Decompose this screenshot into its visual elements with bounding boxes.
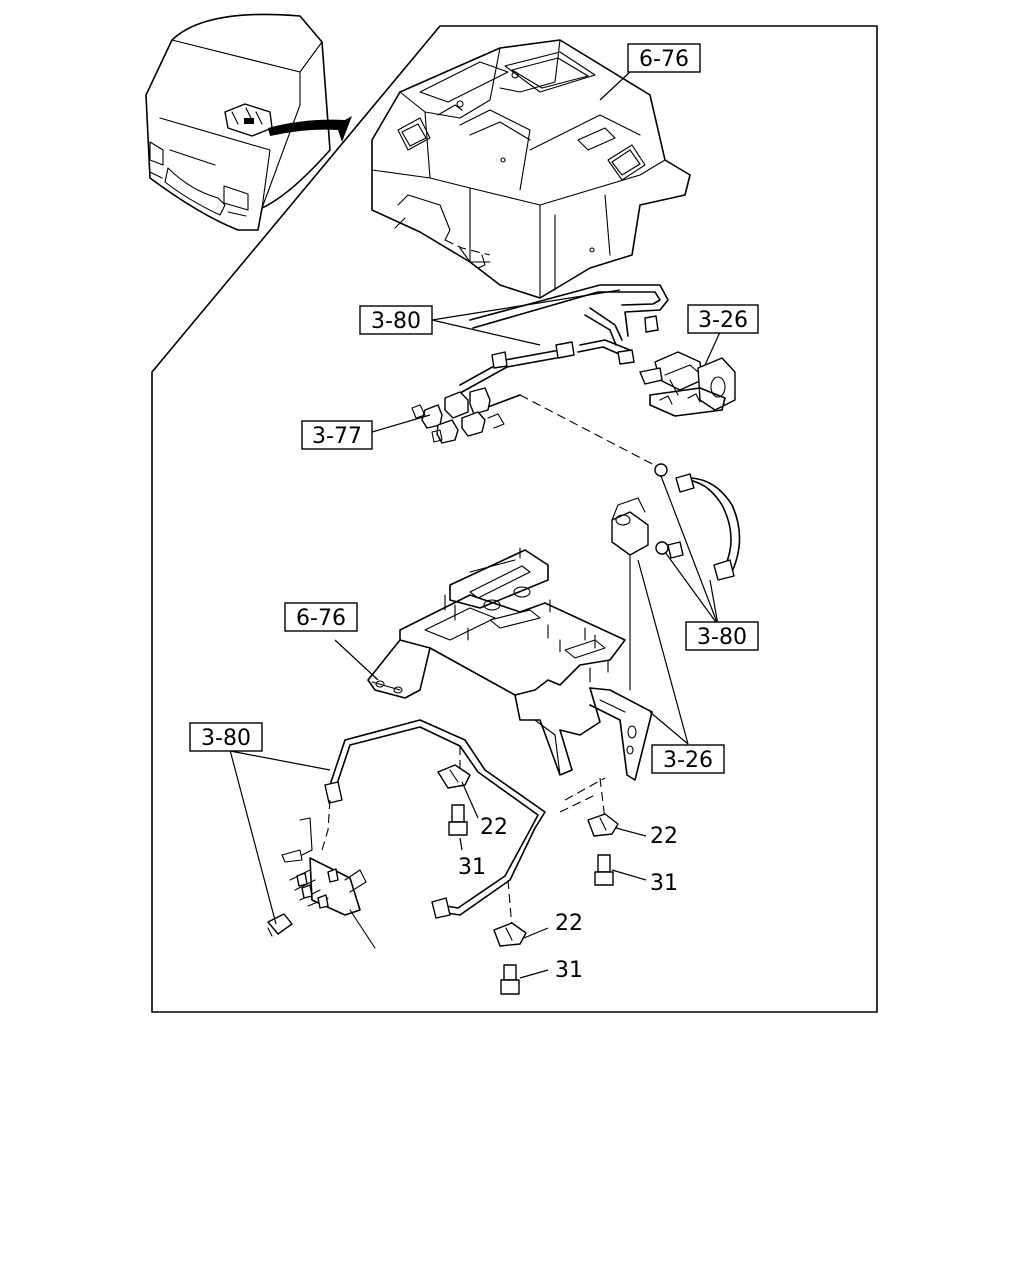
bolt-31-c xyxy=(500,964,520,995)
svg-text:3-80: 3-80 xyxy=(201,726,251,751)
callout-3-26-b: 3-26 xyxy=(651,744,725,774)
part-label-22-a: 22 xyxy=(480,815,508,840)
callout-6-76-top: 6-76 xyxy=(627,43,701,73)
upper-hose-assembly xyxy=(411,284,669,469)
svg-text:3-80: 3-80 xyxy=(371,309,421,334)
clamp-22-a xyxy=(437,764,471,789)
svg-text:6-76: 6-76 xyxy=(639,47,689,72)
diagram-frame xyxy=(151,25,878,1013)
clamp-22-c xyxy=(493,922,527,947)
callout-6-76-mid: 6-76 xyxy=(284,602,358,632)
callout-3-80-a: 3-80 xyxy=(359,305,433,335)
mid-hoses xyxy=(611,463,741,691)
callout-3-77: 3-77 xyxy=(301,420,373,450)
bolt-31-a xyxy=(448,804,468,836)
clamp-22-b xyxy=(587,813,619,837)
callout-3-26-a: 3-26 xyxy=(687,304,759,334)
part-label-22-c: 22 xyxy=(555,911,583,936)
part-label-31-a: 31 xyxy=(458,855,486,880)
heater-valve-upper xyxy=(639,351,736,417)
bolt-31-b xyxy=(594,854,614,886)
part-label-31-c: 31 xyxy=(555,958,583,983)
part-label-22-b: 22 xyxy=(650,824,678,849)
heater-cover xyxy=(371,39,691,299)
svg-text:3-26: 3-26 xyxy=(698,308,748,333)
svg-text:3-26: 3-26 xyxy=(663,748,713,773)
truck-cab-inset xyxy=(145,13,352,231)
mounting-bracket xyxy=(367,547,653,781)
svg-text:3-77: 3-77 xyxy=(312,424,362,449)
callout-3-80-b: 3-80 xyxy=(685,621,759,651)
lower-pipe-assembly xyxy=(267,719,606,949)
part-label-31-b: 31 xyxy=(650,871,678,896)
svg-text:3-80: 3-80 xyxy=(697,625,747,650)
svg-text:6-76: 6-76 xyxy=(296,606,346,631)
leader-lines xyxy=(224,71,721,979)
callout-3-80-c: 3-80 xyxy=(189,722,263,752)
